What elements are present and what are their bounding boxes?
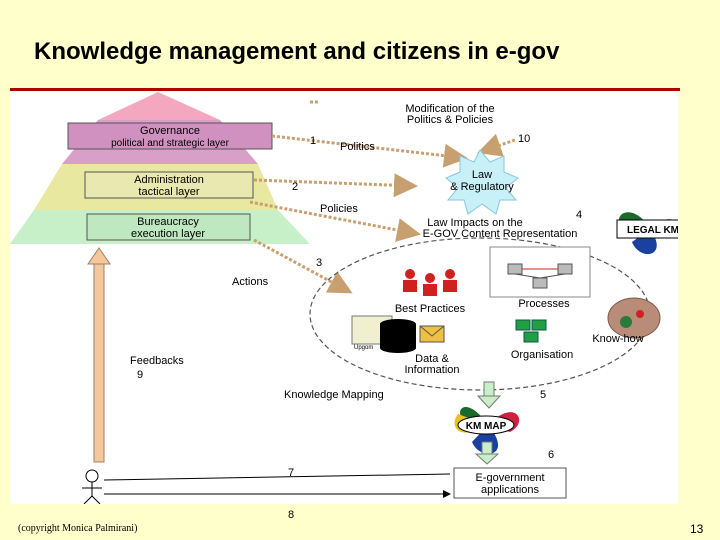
modification-arrow [477, 133, 516, 157]
feedback-arrow [87, 247, 111, 463]
pyramid-top [98, 92, 220, 120]
processes-label: Processes [518, 298, 570, 310]
knowledge-domain-circle [309, 237, 651, 391]
upgom-label: Upgom [354, 345, 373, 351]
actions-arrow-2 [253, 238, 353, 294]
mail-icon [419, 325, 445, 343]
step-2: 2 [292, 181, 298, 193]
knowledge-mapping-label: Knowledge Mapping [284, 389, 384, 401]
step-3: 3 [316, 257, 322, 269]
administration-layer-box: Administration tactical layer [84, 171, 254, 199]
km-map-down-arrow [476, 381, 502, 409]
km-map-label: KM MAP [466, 421, 507, 432]
law-regulatory-star: Law & Regulatory [445, 149, 519, 215]
feedbacks-number: 9 [137, 369, 143, 381]
people-icon [403, 269, 457, 296]
citizen-icon [82, 469, 102, 505]
step-4: 4 [576, 209, 582, 221]
step-1: 1 [310, 135, 316, 147]
organisation-node: Organisation [511, 319, 573, 361]
copyright-note: (copyright Monica Palmirani) [18, 523, 138, 534]
egov-line1: E-government [475, 472, 544, 484]
database-icon [380, 319, 416, 353]
brain-icon [607, 297, 661, 339]
know-how-label: Know-how [592, 333, 643, 345]
organisation-label: Organisation [511, 349, 573, 361]
legal-km-label: LEGAL KM [627, 225, 678, 236]
law-line1: Law [472, 169, 492, 181]
data-information-node: Upgom Data & Information [351, 315, 460, 376]
egov-applications-box: E-government applications [453, 467, 567, 499]
org-chart-icon [515, 319, 547, 343]
governance-line2: political and strategic layer [111, 138, 230, 149]
step-6: 6 [548, 449, 554, 461]
step-10: 10 [518, 133, 530, 145]
know-how-node: Know-how [592, 297, 661, 345]
administration-line2: tactical layer [138, 186, 199, 198]
administration-line1: Administration [134, 174, 204, 186]
actions-label: Actions [232, 276, 269, 288]
step-8: 8 [288, 509, 295, 521]
km-egov-diagram: Governance political and strategic layer… [10, 92, 690, 505]
policies-arrow [253, 173, 418, 198]
data-line1: Data & [415, 353, 449, 365]
law-impacts-line1: Law Impacts on the [427, 217, 522, 229]
modification-line2: Politics & Policies [407, 114, 494, 126]
page-number: 13 [690, 522, 704, 536]
egov-line2: applications [481, 484, 540, 496]
modification-line1: Modification of the [405, 103, 494, 115]
governance-layer-box: Governance political and strategic layer [67, 122, 273, 150]
step-5: 5 [540, 389, 546, 401]
law-line2: & Regulatory [450, 181, 514, 193]
actions-arrow [249, 200, 421, 242]
citizen-feedback-line [103, 473, 451, 481]
politics-arrow [271, 134, 468, 168]
step-7: 7 [288, 467, 294, 479]
best-practices-node: Best Practices [395, 269, 466, 315]
law-impacts-line2: E-GOV Content Representation [423, 228, 578, 240]
feedbacks-label: Feedbacks [130, 355, 184, 367]
policies-label: Policies [320, 203, 358, 215]
processes-node: Processes [489, 246, 591, 310]
egov-down-arrow [474, 441, 500, 465]
politics-label: Politics [340, 141, 375, 153]
slide-title: Knowledge management and citizens in e-g… [34, 38, 560, 65]
bureaucracy-layer-box: Bureaucracy execution layer [86, 213, 251, 241]
legal-km-logo: LEGAL KM [616, 212, 690, 255]
best-practices-label: Best Practices [395, 303, 466, 315]
bureaucracy-line2: execution layer [131, 228, 205, 240]
bureaucracy-line1: Bureaucracy [137, 216, 199, 228]
governance-line1: Governance [140, 125, 200, 137]
title-divider [10, 88, 680, 91]
data-line2: Information [404, 364, 459, 376]
network-icon [507, 263, 573, 289]
